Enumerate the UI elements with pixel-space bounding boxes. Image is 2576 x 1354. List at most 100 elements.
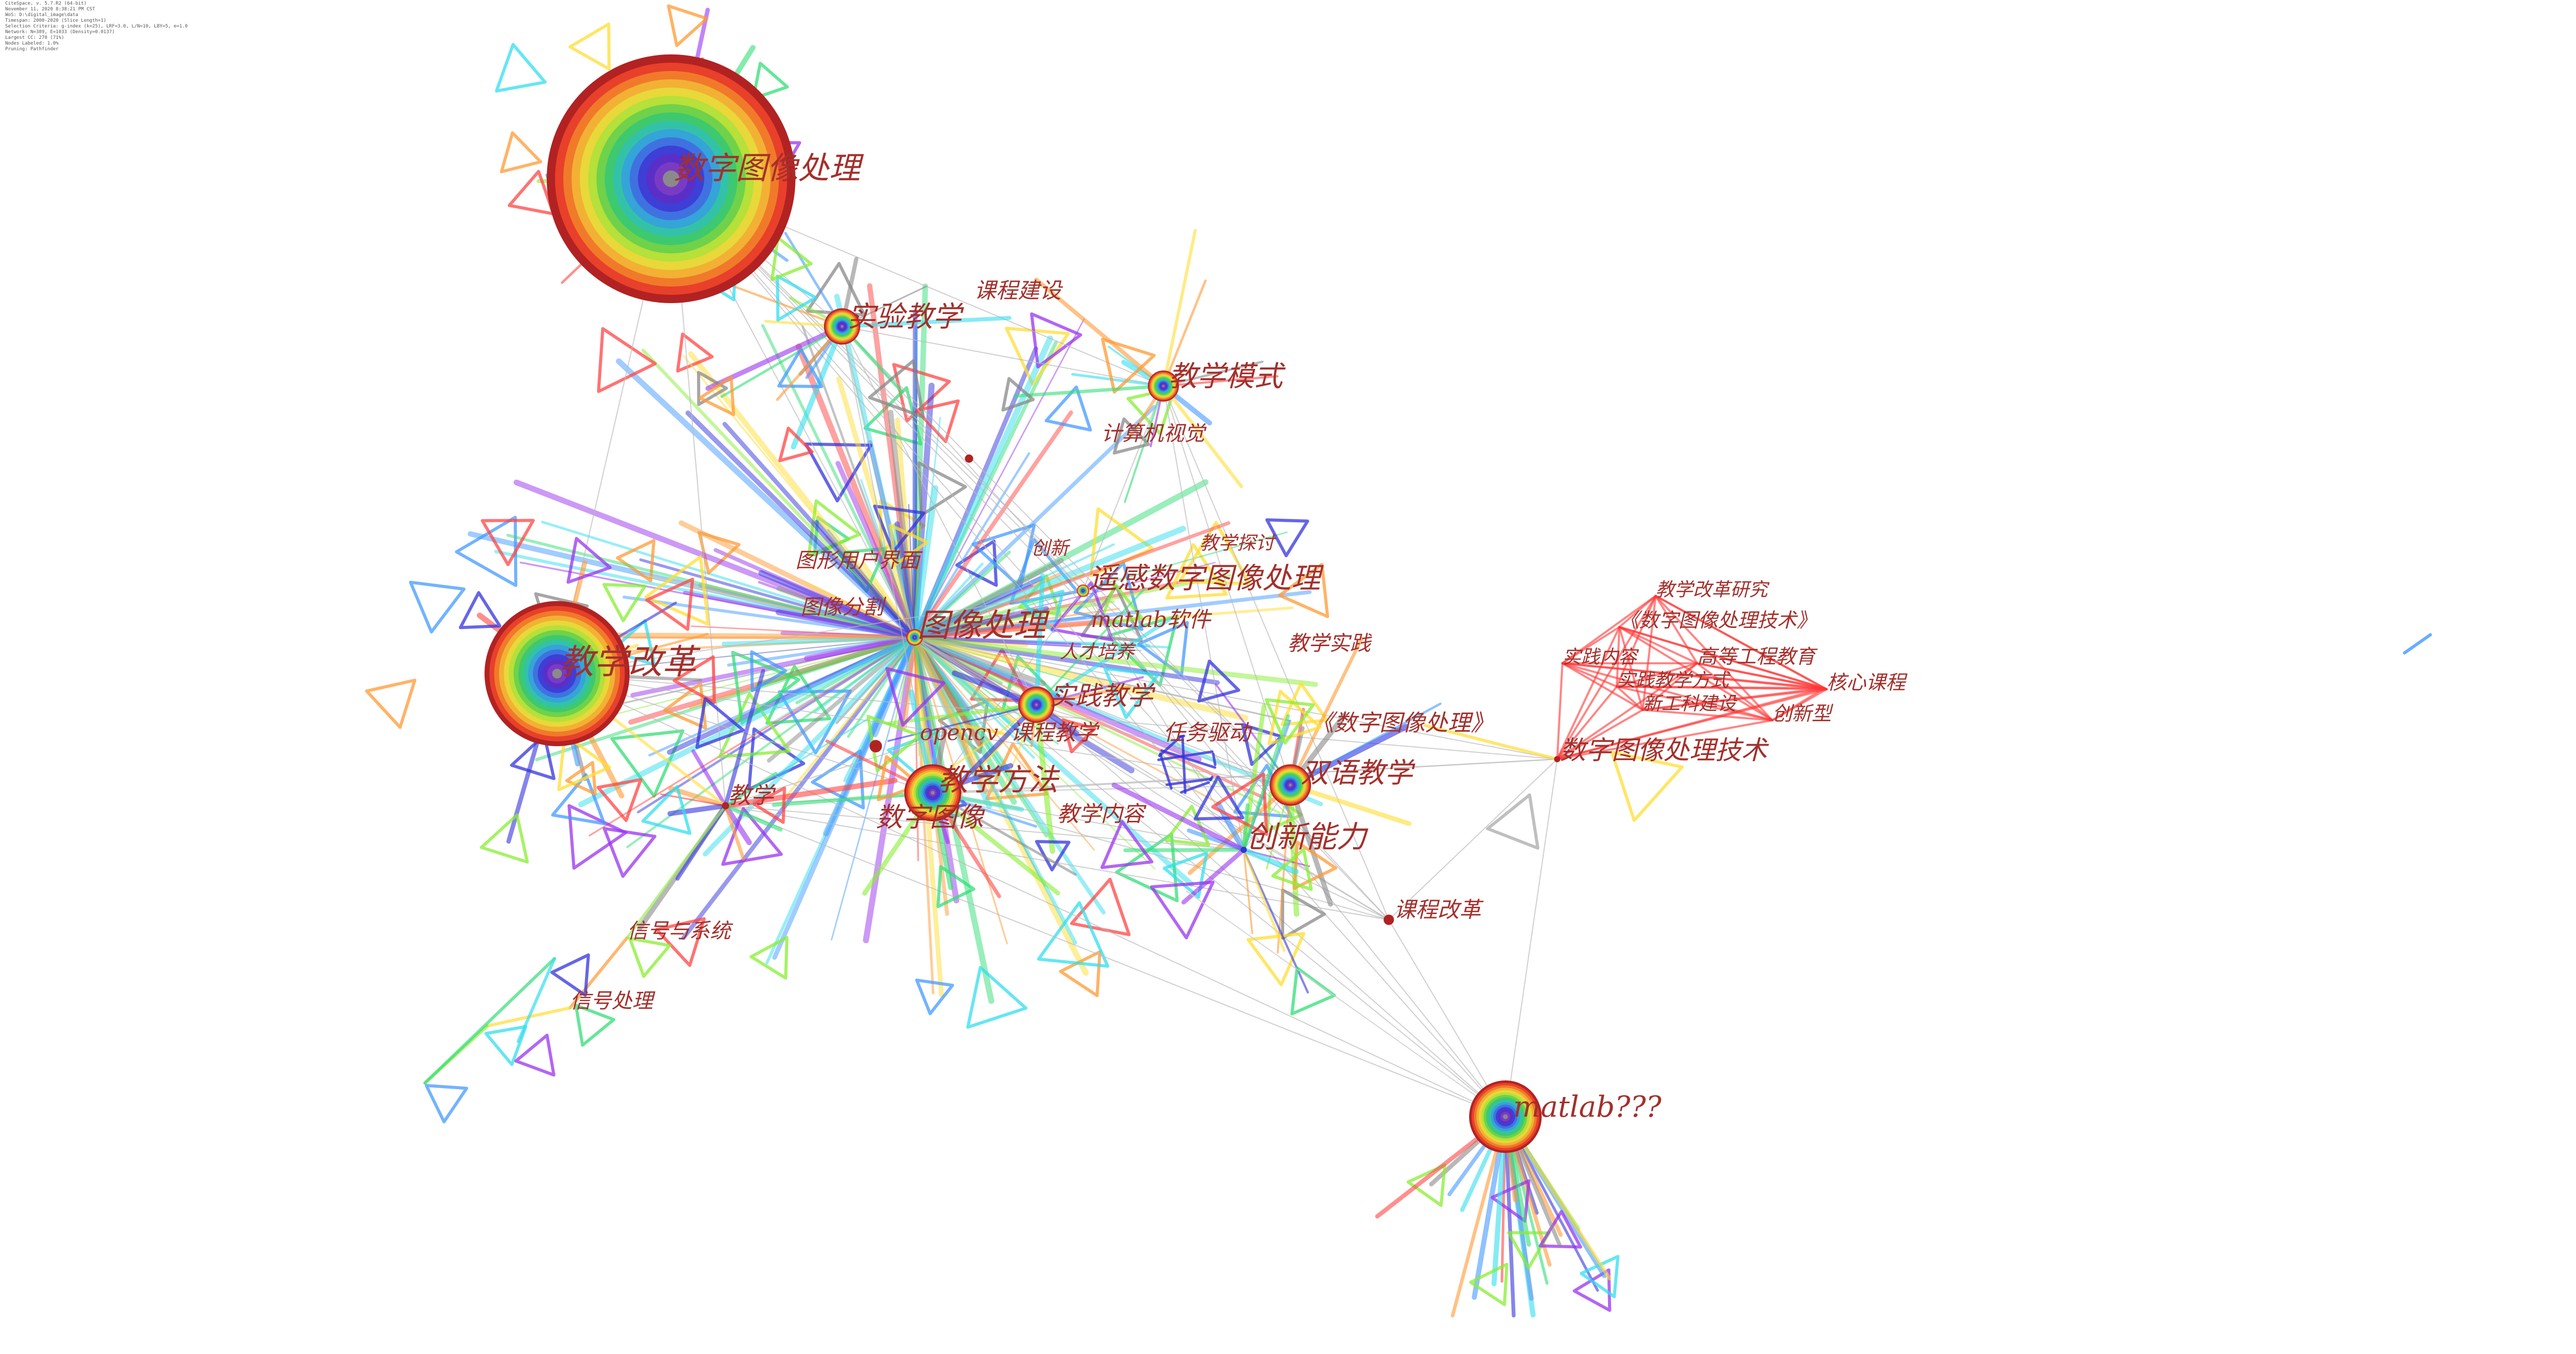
- cluster-edge: [1616, 626, 1620, 688]
- node-label-k09[interactable]: 遥感数字图像处理: [1088, 562, 1324, 595]
- hub-edge: [557, 673, 1291, 786]
- node-k26[interactable]: [722, 802, 729, 809]
- node-label-k22[interactable]: 教学方法: [938, 762, 1060, 797]
- cluster-edge: [1642, 709, 1773, 721]
- cluster-triangle: [551, 773, 606, 825]
- cluster-triangle: [1061, 718, 1097, 753]
- node-label-k07[interactable]: 创新: [1031, 538, 1071, 559]
- node-label-k18[interactable]: 课程教学: [1011, 720, 1100, 745]
- hub-edge: [842, 326, 1037, 705]
- node-k15[interactable]: [485, 601, 630, 746]
- hub-edge: [1083, 386, 1164, 591]
- hub-edge: [725, 805, 1506, 1117]
- node-label-k26[interactable]: 教学: [728, 782, 776, 809]
- cluster-triangle: [750, 650, 787, 692]
- node-label-k38[interactable]: 创新型: [1772, 702, 1833, 725]
- cluster-triangle: [1406, 1163, 1447, 1207]
- cluster-triangle: [1150, 880, 1215, 939]
- spoke-edge: [1288, 782, 1333, 907]
- citation-ring: [1289, 783, 1292, 787]
- node-label-k14[interactable]: 教学实践: [1288, 632, 1372, 655]
- node-label-k25[interactable]: 创新能力: [1246, 819, 1369, 854]
- node-label-k03[interactable]: 课程建设: [974, 278, 1063, 303]
- cluster-triangle: [459, 591, 502, 630]
- info-panel: CiteSpace, v. 5.7.R2 (64-bit)November 11…: [5, 1, 188, 52]
- node-k09[interactable]: [1077, 585, 1089, 597]
- spoke-edge: [1242, 714, 1290, 852]
- node-label-k39[interactable]: 数字图像处理技术: [1560, 735, 1769, 765]
- node-label-k31[interactable]: 教学改革研究: [1656, 579, 1770, 601]
- node-label-k27[interactable]: 信号与系统: [627, 919, 733, 943]
- node-label-k16[interactable]: 实践教学: [1049, 681, 1156, 711]
- node-k01[interactable]: [547, 54, 795, 303]
- cluster-triangle: [867, 359, 925, 419]
- node-label-k12[interactable]: matlab软件: [1091, 607, 1212, 632]
- hub-edge: [557, 590, 1084, 674]
- node-label-k15[interactable]: 教学改革: [560, 642, 701, 682]
- node-label-k08[interactable]: 图形用户界面: [795, 549, 923, 573]
- node-label-k24[interactable]: 教学内容: [1057, 801, 1147, 826]
- node-k04[interactable]: [1148, 370, 1179, 402]
- spoke-edge: [766, 635, 917, 763]
- cluster-triangle: [876, 755, 921, 802]
- spoke-edge: [913, 635, 1077, 945]
- node-k29[interactable]: [1384, 915, 1394, 925]
- info-line: CiteSpace, v. 5.7.R2 (64-bit): [5, 1, 87, 6]
- node-label-k17[interactable]: opencv: [920, 720, 999, 745]
- node-label-k32[interactable]: 《数字图像处理技术》: [1619, 609, 1816, 632]
- node-label-k11[interactable]: 图像处理: [917, 606, 1050, 644]
- network-labels: 数字图像处理 实验教学 课程建设 教学模式 计算机视觉 教学探讨 创新 图形用户…: [560, 150, 1908, 1124]
- info-line: November 11, 2020 8:38:21 PM CST: [5, 7, 95, 12]
- hub-edge: [725, 704, 1037, 806]
- spoke-edge: [1013, 384, 1165, 398]
- node-label-k34[interactable]: 高等工程教育: [1697, 645, 1818, 668]
- cluster-edge: [1618, 626, 1825, 689]
- node-k22[interactable]: [904, 764, 961, 821]
- cluster-triangle: [567, 804, 628, 870]
- cluster-triangle: [1044, 385, 1092, 432]
- cluster-edge: [1561, 662, 1618, 688]
- node-k21[interactable]: [1270, 764, 1311, 806]
- cluster-edge: [1160, 749, 1217, 769]
- cluster-triangle: [568, 22, 611, 71]
- hub-edge: [932, 792, 1389, 920]
- node-label-k19[interactable]: 任务驱动: [1163, 720, 1253, 745]
- node-label-k35[interactable]: 实践教学方式: [1617, 670, 1731, 691]
- spoke-edge: [912, 410, 1073, 640]
- node-k25[interactable]: [1241, 847, 1247, 853]
- node-label-k33[interactable]: 实践内容: [1562, 647, 1639, 668]
- cluster-edge: [1556, 662, 1698, 760]
- node-label-k10[interactable]: 图像分割: [801, 595, 887, 619]
- node-k11[interactable]: [906, 629, 923, 646]
- node-label-k36[interactable]: 核心课程: [1827, 671, 1908, 694]
- cluster-edge: [1561, 662, 1825, 689]
- node-label-k04[interactable]: 教学模式: [1169, 360, 1286, 393]
- node-k05-link[interactable]: [965, 454, 973, 463]
- spoke-edge: [1034, 573, 1045, 707]
- node-label-k21[interactable]: 双语教学: [1301, 757, 1416, 789]
- cluster-edge: [1616, 595, 1657, 688]
- node-label-k37[interactable]: 新工科建设: [1643, 693, 1738, 715]
- node-label-k29[interactable]: 课程改革: [1394, 897, 1484, 922]
- node-label-k13[interactable]: 人才培养: [1060, 642, 1136, 663]
- node-label-k30[interactable]: matlab???: [1513, 1090, 1662, 1124]
- node-label-k02[interactable]: 实验教学: [847, 300, 964, 333]
- node-label-k20[interactable]: 《数字图像处理》: [1311, 710, 1493, 736]
- node-k17[interactable]: [870, 740, 882, 752]
- info-line: Network: N=389, E=1033 (Density=0.0137): [5, 30, 115, 35]
- node-label-k05[interactable]: 计算机视觉: [1101, 422, 1207, 446]
- node-k30[interactable]: [1469, 1080, 1542, 1153]
- cluster-triangle: [1103, 667, 1160, 719]
- cluster-triangle: [365, 678, 417, 729]
- node-label-k06[interactable]: 教学探讨: [1200, 533, 1277, 554]
- cluster-triangle: [731, 650, 801, 725]
- node-label-k28[interactable]: 信号处理: [570, 989, 656, 1013]
- node-k39[interactable]: [1554, 756, 1560, 762]
- node-k02[interactable]: [824, 308, 860, 345]
- spoke-edge: [1288, 782, 1412, 826]
- node-label-k01[interactable]: 数字图像处理: [674, 150, 864, 187]
- node-k16[interactable]: [1018, 687, 1055, 723]
- spoke-edge: [1162, 360, 1264, 388]
- node-label-k23[interactable]: 数字图像: [876, 802, 985, 833]
